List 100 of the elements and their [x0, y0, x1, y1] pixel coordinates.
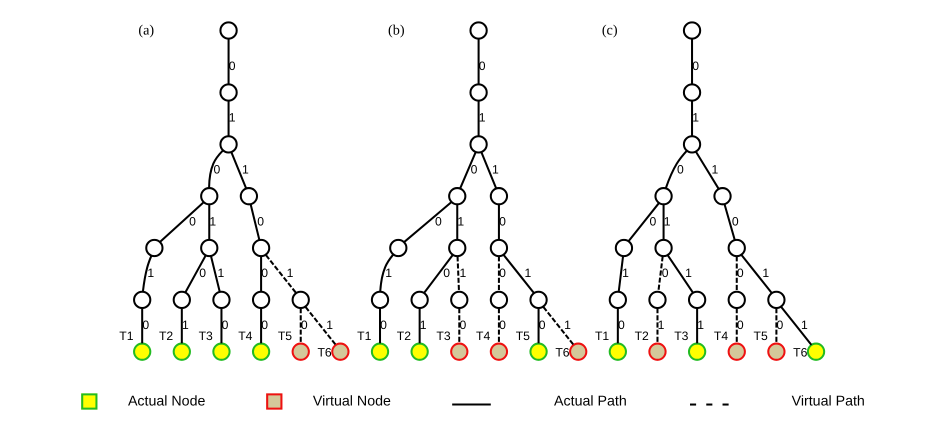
node-circle: [806, 342, 825, 361]
node-label: T3: [436, 329, 450, 344]
edge-label: 0: [478, 58, 486, 73]
node-circle: [251, 342, 270, 361]
connector: [662, 204, 664, 240]
node-circle: [682, 83, 701, 102]
node-circle: [172, 290, 190, 309]
node-circle: [727, 238, 746, 258]
node-label: T3: [198, 329, 212, 344]
node-circle: [200, 187, 218, 206]
node-label: T2: [158, 329, 173, 344]
edge-label: 0: [212, 162, 220, 176]
edge-label: 1: [800, 318, 808, 332]
connector: [480, 152, 497, 189]
node-circle: [218, 21, 238, 40]
node-circle: [654, 187, 672, 206]
edge-label: 0: [198, 266, 206, 280]
edge-label: 1: [478, 110, 486, 125]
edge-label: 0: [498, 266, 506, 280]
connector: [656, 308, 658, 344]
edge-label: 0: [692, 58, 698, 73]
edge-label: 0: [498, 318, 506, 332]
edge-label: 1: [524, 266, 531, 280]
legend-label: Virtual Node: [312, 393, 390, 410]
connector: [184, 255, 206, 293]
node-circle: [687, 290, 706, 309]
edge-label: 0: [260, 318, 268, 332]
edge-label: 0: [188, 214, 196, 228]
connector: [690, 100, 693, 136]
node-circle: [687, 342, 706, 361]
node-circle: [450, 342, 468, 361]
node-circle: [568, 342, 587, 361]
node-circle: [251, 290, 270, 309]
edge-label: 1: [217, 266, 224, 280]
connector: [656, 256, 664, 292]
edge-label: 0: [256, 214, 264, 228]
connector: [299, 308, 302, 344]
connector: [422, 254, 453, 294]
node-circle: [648, 290, 666, 309]
edge-label: 1: [491, 162, 498, 176]
node-circle: [239, 187, 258, 206]
node-circle: [648, 342, 666, 361]
edge-label: 0: [649, 214, 656, 228]
node-circle: [682, 135, 701, 154]
label: (a): [138, 22, 154, 38]
connector: [694, 151, 719, 190]
node-circle: [489, 238, 508, 258]
connector: [666, 254, 694, 294]
node-circle: [448, 238, 466, 258]
edge-label: 0: [300, 318, 308, 332]
node-circle: [291, 290, 310, 309]
edge-label: 0: [228, 58, 236, 73]
node-label: T4: [238, 329, 252, 344]
node-circle: [388, 238, 407, 258]
edge-label: 1: [228, 110, 236, 125]
edge-label: 0: [538, 318, 546, 332]
connector: [403, 201, 452, 243]
connector: [696, 308, 698, 344]
node-circle: [766, 290, 786, 309]
connector: [477, 100, 480, 136]
node-label: T2: [634, 329, 648, 344]
connector: [378, 308, 381, 344]
edge-label: 0: [434, 214, 442, 228]
node-circle: [489, 187, 508, 206]
node-circle: [410, 342, 428, 361]
node-circle: [448, 187, 466, 206]
node-label: T1: [594, 329, 609, 344]
connector: [456, 204, 458, 240]
connector: [208, 204, 210, 240]
node-circle: [218, 83, 238, 102]
edge-label: 0: [470, 162, 477, 176]
node-circle: [654, 238, 672, 258]
label: (b): [387, 22, 404, 38]
connector: [497, 256, 500, 292]
node-circle: [144, 238, 164, 258]
node-circle: [468, 83, 488, 102]
edge-label: 1: [241, 162, 248, 176]
node-circle: [614, 238, 633, 258]
connector: [208, 150, 224, 188]
edge-label: 1: [663, 214, 670, 228]
edge-label: 1: [286, 266, 293, 280]
node-label: T5: [277, 329, 292, 344]
node-circle: [200, 238, 218, 258]
edge-label: 1: [326, 318, 333, 332]
edge-label: 1: [696, 318, 704, 332]
connector: [227, 100, 230, 136]
edge-label: 0: [731, 214, 738, 228]
connector: [249, 204, 260, 240]
edge-label: 1: [762, 266, 769, 280]
node-circle: [330, 342, 350, 361]
node-circle: [218, 135, 238, 154]
connector: [537, 308, 540, 344]
node-circle: [766, 342, 786, 361]
node-label: T6: [792, 345, 807, 360]
connector: [227, 38, 230, 84]
connector: [378, 254, 394, 292]
node-label: T6: [317, 345, 332, 360]
node-circle: [608, 342, 626, 361]
node-circle: [528, 342, 548, 361]
connector: [456, 256, 460, 292]
